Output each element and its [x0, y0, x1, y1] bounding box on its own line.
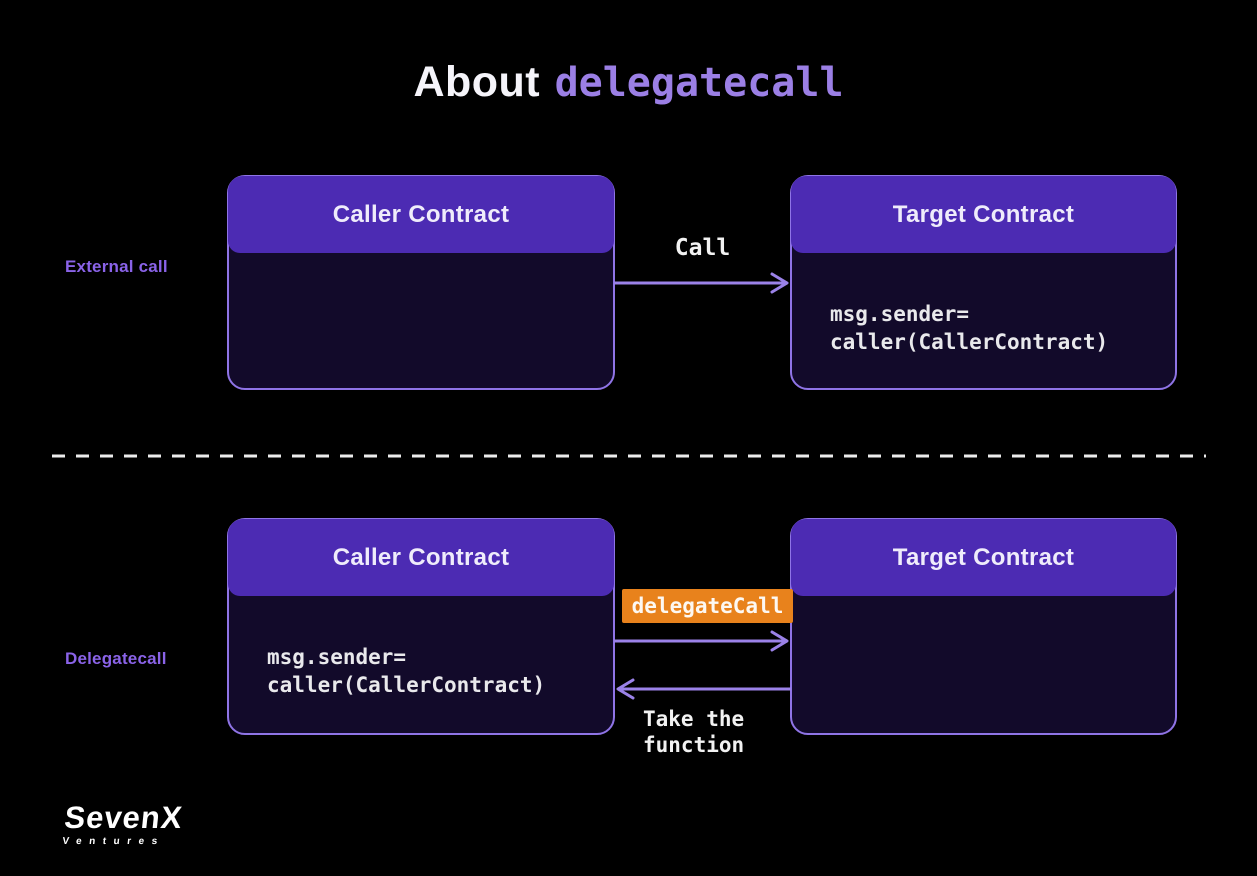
- external-target-contract-header: Target Contract: [791, 176, 1176, 253]
- delegatecall-target-contract-header: Target Contract: [791, 519, 1176, 596]
- external-caller-contract-title: Caller Contract: [332, 200, 510, 228]
- delegatecall-caller-contract-title: Caller Contract: [332, 543, 510, 571]
- title-prefix: About: [413, 58, 541, 106]
- delegatecall-badge-label: delegateCall: [631, 594, 784, 618]
- page-title: About delegatecall: [0, 58, 1257, 107]
- delegatecall-badge: delegateCall: [622, 589, 793, 623]
- external-target-contract-code: msg.sender= caller(CallerContract): [830, 302, 1109, 354]
- logo-primary-text: SevenX: [62, 800, 185, 835]
- external-target-contract-title: Target Contract: [892, 200, 1075, 228]
- call-right-arrow-icon: [614, 272, 789, 294]
- delegatecall-caller-contract-code: msg.sender= caller(CallerContract): [267, 645, 546, 697]
- delegatecall-caller-contract-box: Caller Contract msg.sender= caller(Calle…: [227, 518, 615, 735]
- title-keyword: delegatecall: [554, 60, 844, 106]
- delegatecall-row-label: Delegatecall: [65, 649, 167, 668]
- delegatecall-caller-contract-header: Caller Contract: [228, 519, 614, 596]
- sevenx-ventures-logo: SevenX Ventures: [61, 800, 185, 847]
- delegatecall-target-contract-box: Target Contract: [790, 518, 1177, 735]
- delegatecall-target-contract-title: Target Contract: [892, 543, 1075, 571]
- call-arrow-label: Call: [674, 235, 731, 261]
- take-function-left-arrow-icon: [616, 678, 791, 700]
- external-caller-contract-header: Caller Contract: [228, 176, 614, 253]
- take-function-arrow-label: Take the function: [643, 707, 745, 757]
- logo-secondary-text: Ventures: [61, 836, 166, 847]
- delegatecall-right-arrow-icon: [614, 630, 789, 652]
- external-target-contract-box: Target Contract msg.sender= caller(Calle…: [790, 175, 1177, 390]
- external-call-row-label: External call: [65, 257, 168, 276]
